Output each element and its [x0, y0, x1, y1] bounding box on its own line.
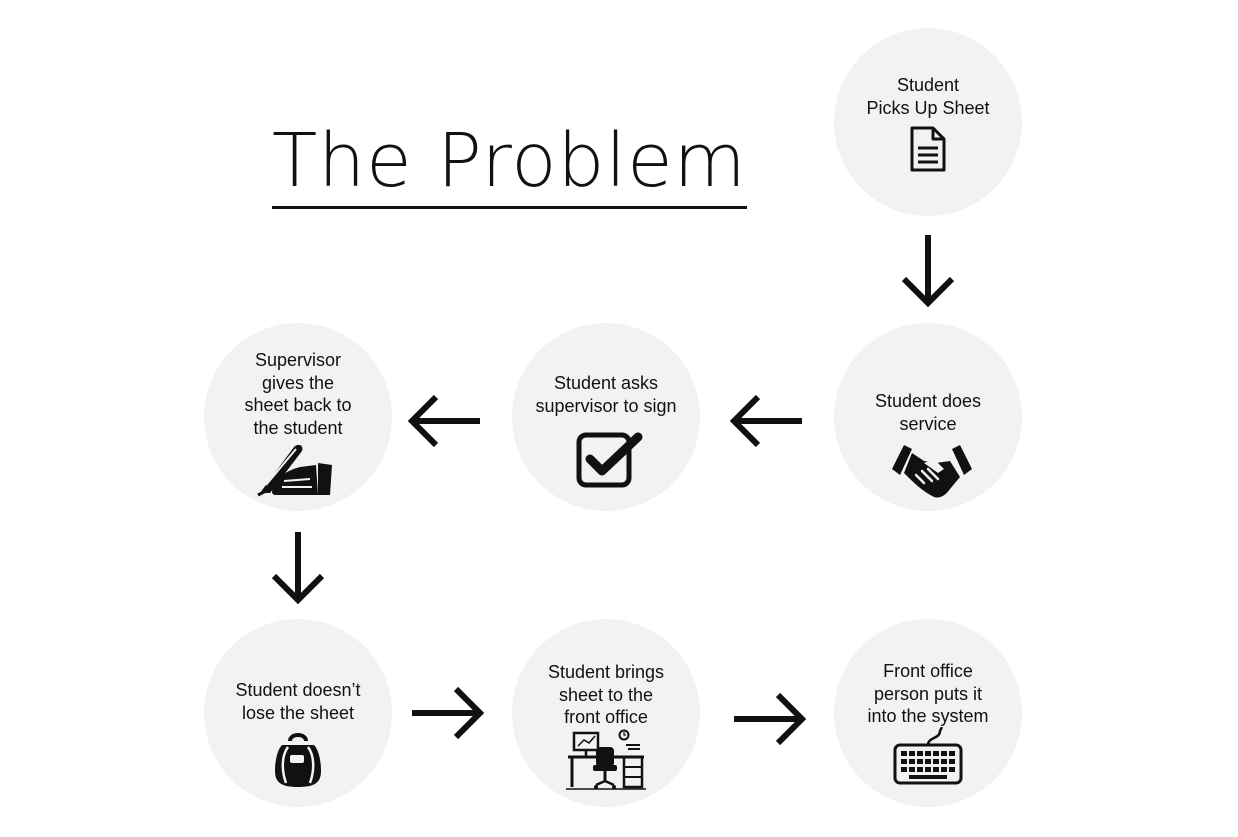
arrow-pickup-to-service [901, 235, 955, 308]
node-keep: Student doesn’t lose the sheet [204, 619, 392, 807]
arrow-ask-to-giveback [408, 394, 480, 448]
arrow-giveback-to-keep [271, 532, 325, 605]
node-bring-label: Student brings sheet to the front office [547, 662, 665, 727]
arrow-bring-to-enter [734, 692, 806, 746]
handshake-icon [892, 445, 972, 498]
node-enter-label: Front office person puts it into the sys… [867, 661, 989, 726]
node-ask-label: Student asks supervisor to sign [535, 373, 677, 416]
node-pickup: Student Picks Up Sheet [834, 28, 1022, 216]
arrow-keep-to-bring [412, 686, 484, 740]
arrow-service-to-ask [730, 394, 802, 448]
node-ask: Student asks supervisor to sign [512, 323, 700, 511]
office-desk-icon [566, 729, 646, 790]
keyboard-icon [893, 727, 963, 785]
document-icon [910, 126, 946, 172]
node-enter: Front office person puts it into the sys… [834, 619, 1022, 807]
node-bring: Student brings sheet to the front office [512, 619, 700, 807]
diagram-title: The Problem [272, 118, 747, 209]
node-giveback-label: Supervisor gives the sheet back to the s… [244, 350, 352, 438]
node-keep-label: Student doesn’t lose the sheet [235, 680, 361, 723]
node-giveback: Supervisor gives the sheet back to the s… [204, 323, 392, 511]
checkbox-icon [576, 432, 643, 488]
signing-hand-icon [257, 444, 332, 497]
node-pickup-label: Student Picks Up Sheet [866, 75, 990, 118]
backpack-icon [275, 733, 321, 787]
node-service-label: Student does service [874, 391, 982, 434]
node-service: Student does service [834, 323, 1022, 511]
